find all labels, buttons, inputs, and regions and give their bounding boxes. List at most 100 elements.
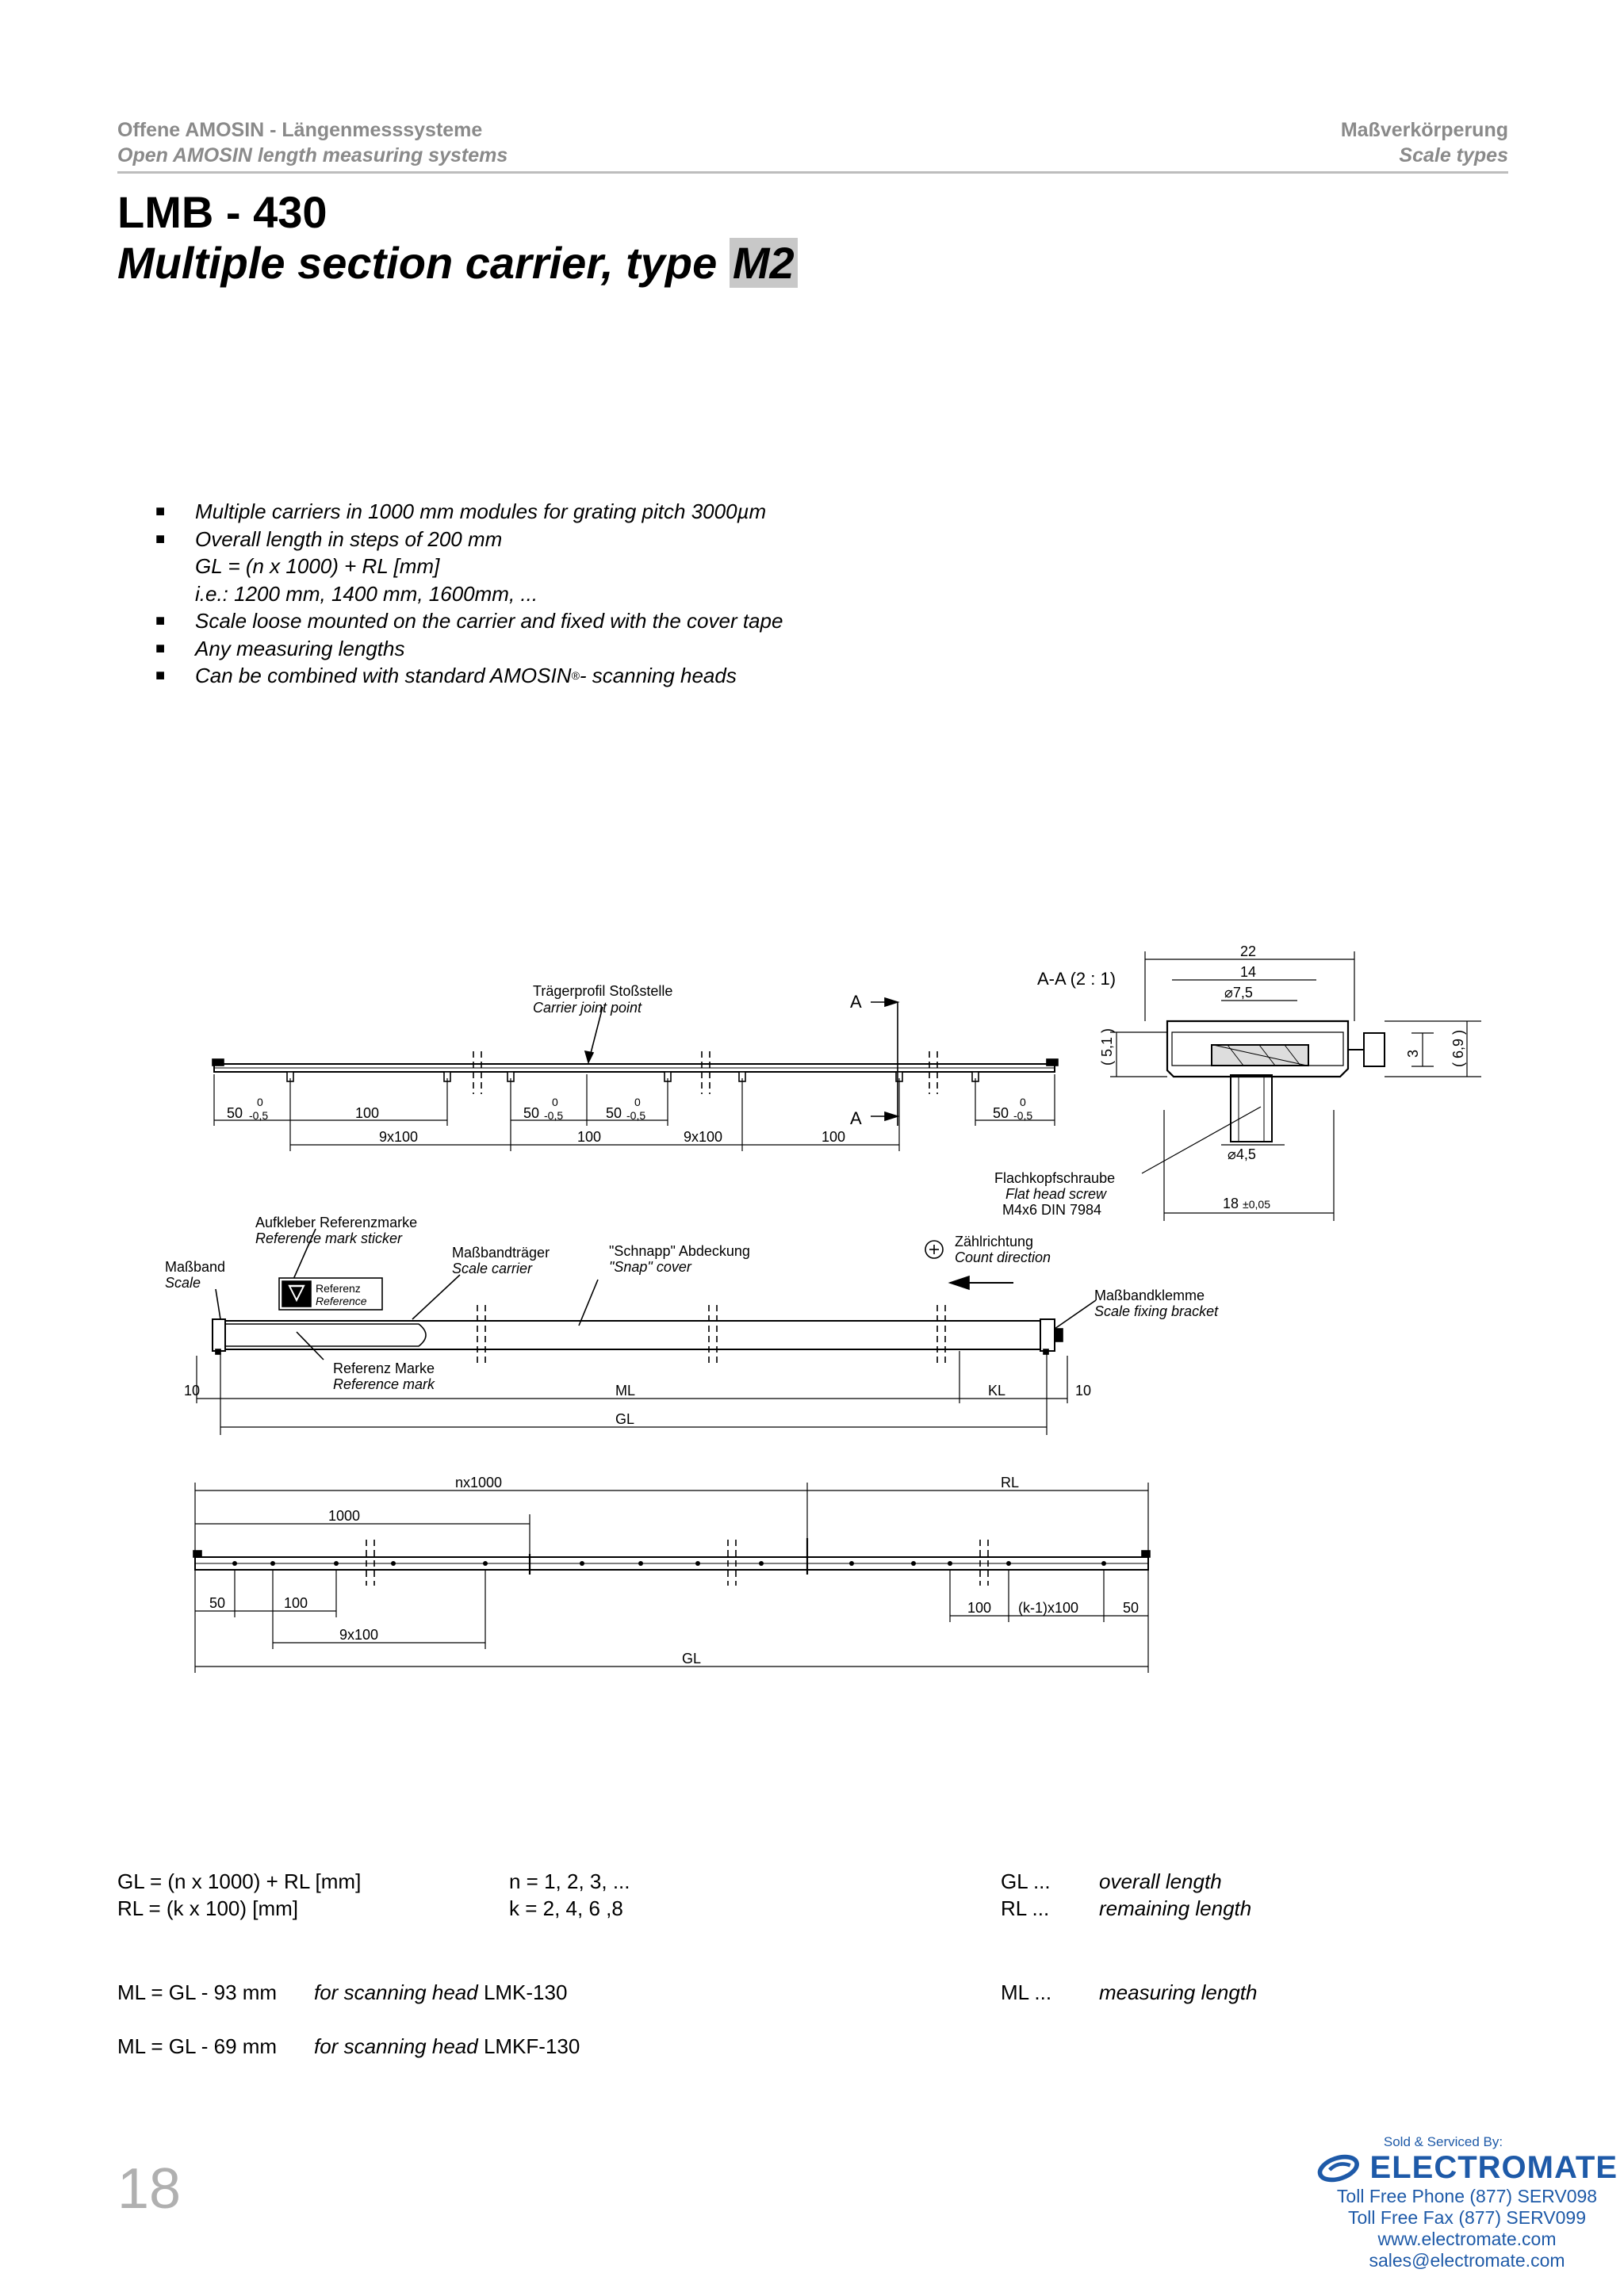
joint-label-en: Carrier joint point [533,1000,642,1016]
refmark-label-de: Referenz Marke [333,1360,435,1376]
dim-k1x100: (k-1)x100 [1018,1600,1078,1616]
dim-5-1: ( 5,1 ) [1099,1028,1115,1066]
header-left-en: Open AMOSIN length measuring systems [117,144,508,166]
bullet-marker: ■ [155,503,166,520]
bullet-marker: ■ [155,612,166,629]
list-item: ■Can be combined with standard AMOSIN® -… [155,662,948,690]
scale-label-en: Scale [165,1275,201,1291]
ref-sticker-en: Reference [316,1295,367,1307]
dim-tol: 0 [552,1096,558,1108]
section-a-top: A [850,992,862,1012]
subtitle-text: Multiple section carrier, type [117,238,730,288]
count-label-de: Zählrichtung [955,1234,1033,1249]
section-a-bottom: A [850,1108,862,1128]
carrier-label-de: Maßbandträger [452,1245,550,1261]
footer-email[interactable]: sales@electromate.com [1369,2250,1565,2271]
dim-22: 22 [1240,943,1256,959]
count-label-en: Count direction [955,1249,1051,1265]
dim-50: 50 [606,1105,622,1121]
bullet-marker [155,580,195,608]
formula-k: k = 2, 4, 6 ,8 [509,1896,623,1920]
screw-spec: M4x6 DIN 7984 [1002,1202,1101,1218]
bullet-text-tail: - scanning heads [579,664,737,687]
dim-tol: -0,5 [1013,1109,1032,1122]
type-badge: M2 [729,238,798,288]
dim-50: 50 [523,1105,539,1121]
model-subtitle: Multiple section carrier, type M2 [117,238,798,289]
sticker-label-de: Aufkleber Referenzmarke [255,1215,417,1230]
bullet-text: Scale loose mounted on the carrier and f… [195,609,783,633]
footer-web[interactable]: www.electromate.com [1377,2229,1557,2249]
formula-gl: GL = (n x 1000) + RL [mm] [117,1869,362,1893]
header-right-de: Maßverkörperung [1340,119,1508,141]
dim-10-right: 10 [1075,1383,1091,1399]
sold-by-label: Sold & Serviced By: [1383,2134,1503,2149]
scale-label-de: Maßband [165,1259,225,1275]
bullet-text: Any measuring lengths [195,636,405,660]
dim-100: 100 [822,1129,845,1145]
list-item: ■ Scale loose mounted on the carrier and … [155,607,948,635]
electromate-logo: Sold & Serviced By: ELECTROMATE Toll Fre… [1316,2134,1618,2271]
page-title: LMB - 430 Multiple section carrier, type… [117,187,798,289]
dim-50-left: 50 [209,1595,225,1611]
cover-label-de: "Schnapp" Abdeckung [609,1243,750,1259]
dim-tol: 0 [634,1096,641,1108]
feature-list: ■ Multiple carriers in 1000 mm modules fo… [155,498,948,690]
page-number: 18 [117,2157,182,2221]
dim-gl-total: GL [682,1651,701,1667]
dim-gl: GL [615,1411,634,1427]
dim-kl: KL [988,1383,1005,1399]
dim-tol: -0,5 [544,1109,563,1122]
bullet-marker: ■ [155,667,166,684]
legend-rl: RL ...remaining length [1001,1896,1252,1920]
dim-50: 50 [227,1105,243,1121]
brand-name: ELECTROMATE [1369,2150,1618,2185]
dim-100-left: 100 [284,1595,308,1611]
carrier-side-view [196,1228,1097,1435]
header-left: Offene AMOSIN - Längenmesssysteme Open A… [117,117,508,168]
list-item: ■Overall length in steps of 200 mm [155,526,948,553]
dim-10-left: 10 [184,1383,200,1399]
bullet-text: Multiple carriers in 1000 mm modules for… [195,499,767,523]
bullet-text: Can be combined with standard AMOSIN [195,664,572,687]
cover-label-en: "Snap" cover [609,1259,692,1275]
list-item: ■ Multiple carriers in 1000 mm modules fo… [155,498,948,526]
bracket-label-en: Scale fixing bracket [1094,1303,1219,1319]
footer-phone: Toll Free Phone (877) SERV098 [1336,2186,1598,2206]
bullet-text: GL = (n x 1000) + RL [mm] [195,554,440,578]
dim-tol: -0,5 [626,1109,645,1122]
model-title: LMB - 430 [117,187,327,237]
header-rule [117,171,1508,174]
dim-18: 18 ±0,05 [1223,1196,1270,1211]
bullet-marker: ■ [155,639,166,657]
carrier-label-en: Scale carrier [452,1261,533,1276]
dim-tol: 0 [1020,1096,1026,1108]
dim-6-9: ( 6,9 ) [1450,1030,1466,1067]
legend-block: GL ...overall length RL ...remaining len… [1001,1868,1251,1922]
ref-sticker-de: Referenz [316,1282,361,1295]
bullet-text: i.e.: 1200 mm, 1400 mm, 1600mm, ... [195,581,538,606]
dim-dia-7-5: ⌀7,5 [1224,985,1253,1001]
header-right: Maßverkörperung Scale types [1341,117,1508,168]
technical-drawing: Trägerprofil Stoßstelle Carrier joint po… [165,943,1481,1673]
sticker-label-en: Reference mark sticker [255,1230,403,1246]
screw-label-en: Flat head screw [1005,1186,1107,1202]
section-title: A-A (2 : 1) [1037,969,1116,989]
list-item: i.e.: 1200 mm, 1400 mm, 1600mm, ... [155,580,948,608]
footer-fax: Toll Free Fax (877) SERV099 [1348,2207,1586,2228]
bracket-label-de: Maßbandklemme [1094,1288,1205,1303]
legend-ml: ML ...measuring length [1001,1980,1258,2004]
dim-ml: ML [615,1383,635,1399]
bullet-marker: ■ [155,530,166,548]
formula-n: n = 1, 2, 3, ... [509,1869,630,1893]
carrier-module-view [193,1483,1151,1673]
dim-1000: 1000 [328,1508,360,1524]
dim-nx1000: nx1000 [455,1475,502,1490]
formula-block-2: n = 1, 2, 3, ... k = 2, 4, 6 ,8 [509,1868,630,1922]
header-right-en: Scale types [1399,144,1508,166]
dim-tol: 0 [257,1096,263,1108]
section-view-a-a [1110,951,1481,1221]
screw-label-de: Flachkopfschraube [994,1170,1115,1186]
